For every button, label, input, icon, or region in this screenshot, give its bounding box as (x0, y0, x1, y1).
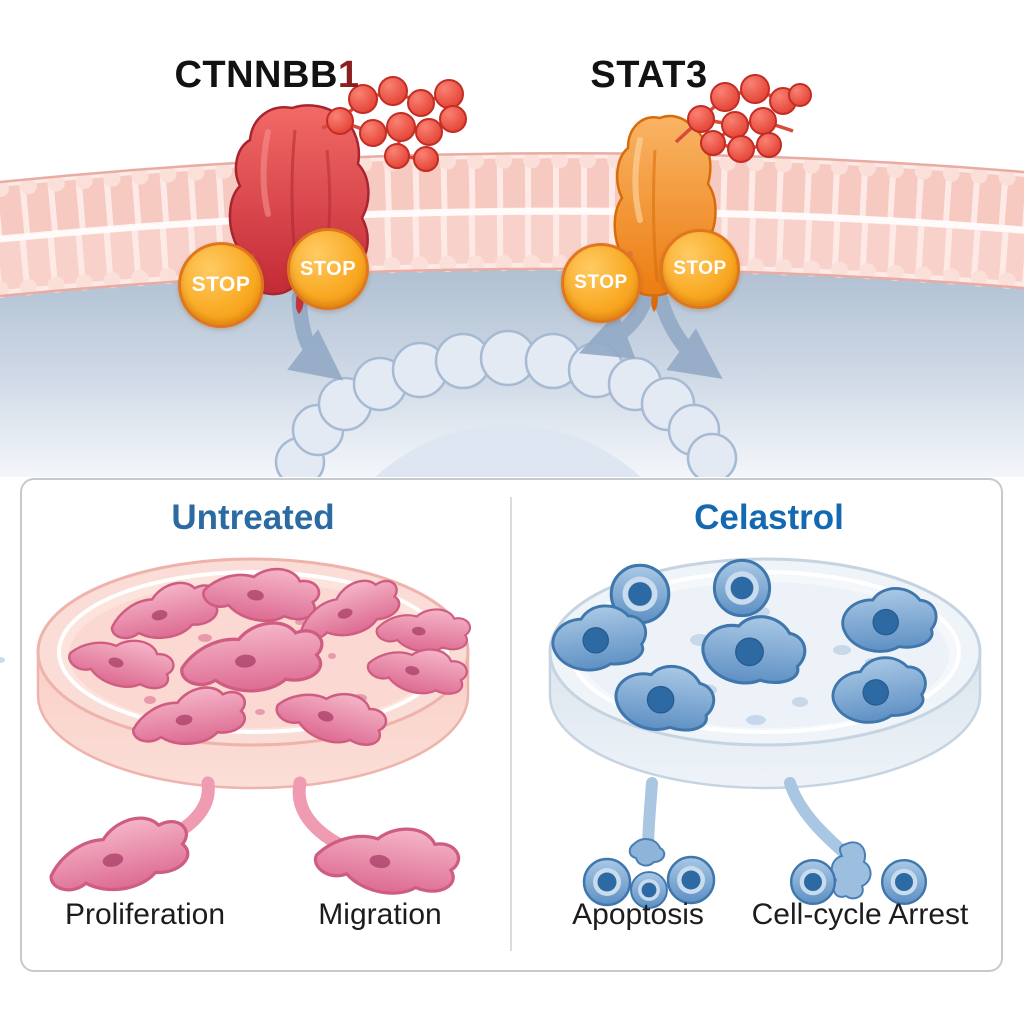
celastrol-title: Celastrol (694, 498, 844, 537)
stat3-label: STAT3 (590, 54, 708, 96)
outcome-cell-cycle-arrest: Cell-cycle Arrest (751, 898, 969, 931)
panel-divider (510, 497, 512, 951)
outcome-apoptosis: Apoptosis (572, 898, 704, 931)
stop-badge: STOP (660, 229, 740, 309)
cytoplasm (0, 266, 1024, 477)
ctnnb1-label-main: CTNNBB (174, 54, 338, 96)
outcome-migration: Migration (318, 898, 442, 931)
untreated-title: Untreated (171, 498, 335, 537)
signal-arrows (287, 290, 723, 381)
cell-membrane (0, 151, 1024, 298)
stop-badge: STOP (561, 243, 641, 323)
stop-badge: STOP (287, 228, 369, 310)
ctnnb1-label: CTNNBB1 (174, 56, 359, 94)
ctnnb1-label-suffix: 1 (337, 54, 360, 96)
stop-badge: STOP (178, 242, 264, 328)
outcome-proliferation: Proliferation (64, 898, 226, 931)
